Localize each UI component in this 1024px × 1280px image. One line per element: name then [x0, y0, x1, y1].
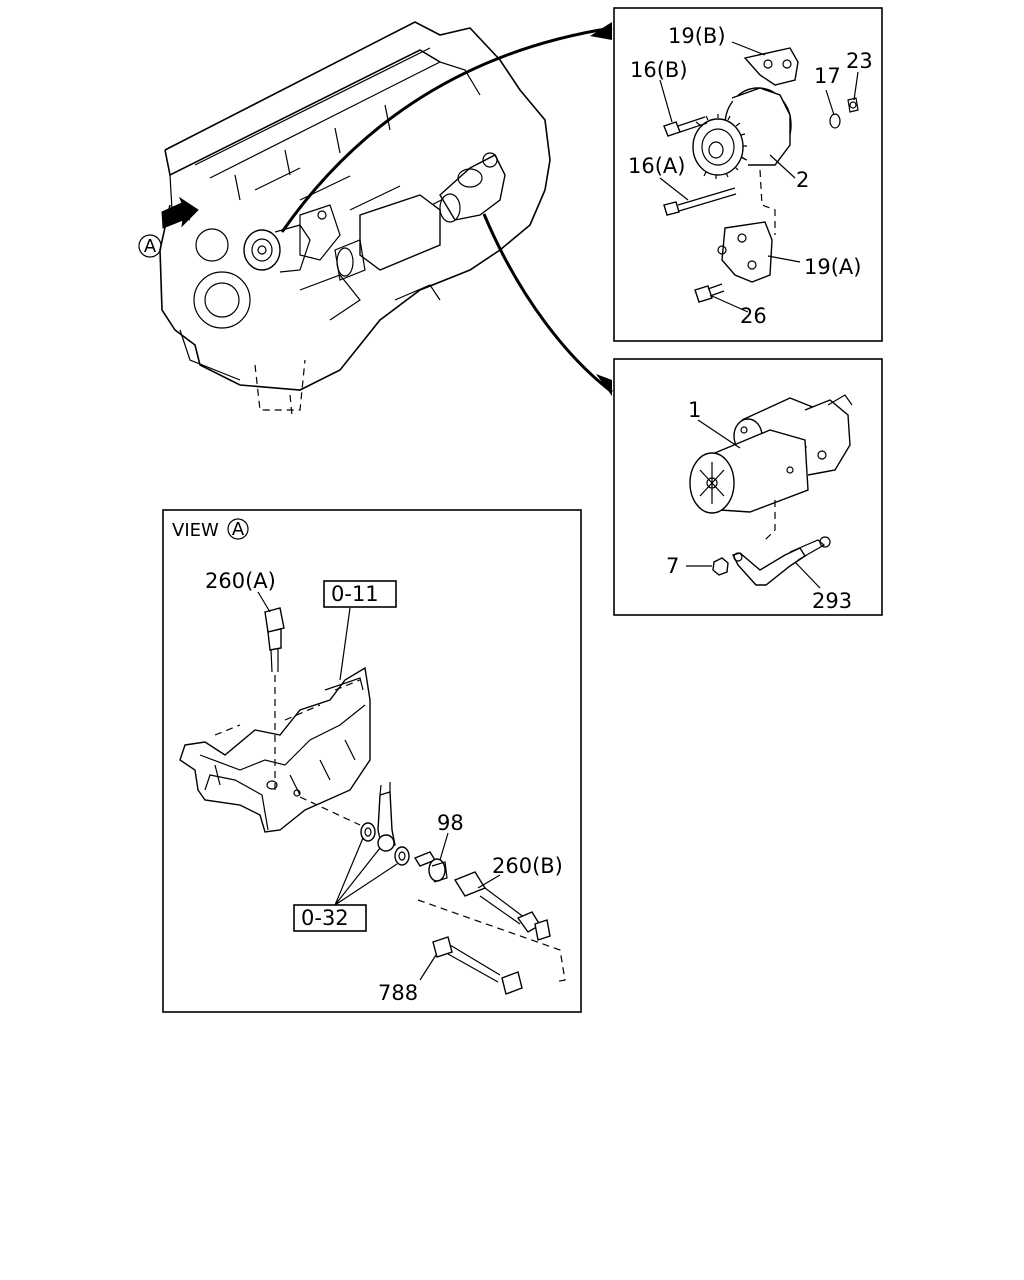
view-arrow-icon: [161, 196, 199, 229]
callout-788: 788: [378, 981, 418, 1005]
view-a-box: VIEW A 0-11: [162, 509, 582, 1013]
leader-to-starter-detail-thick: [596, 374, 612, 396]
engine-overview: [159, 21, 551, 416]
view-a-title-marker: A: [232, 519, 245, 540]
callout-293: 293: [812, 589, 852, 613]
callout-17: 17: [814, 64, 841, 88]
ref-box-0-11[interactable]: 0-11: [331, 582, 379, 606]
callout-19b: 19(B): [668, 24, 726, 48]
callout-7: 7: [666, 554, 679, 578]
callout-26: 26: [740, 304, 767, 328]
leader-to-alternator-detail: [280, 26, 613, 233]
leader-to-starter-detail: [482, 213, 613, 394]
callout-260b: 260(B): [492, 854, 563, 878]
callout-19a: 19(A): [804, 255, 861, 279]
callout-16a: 16(A): [628, 154, 685, 178]
view-a-marker: A: [138, 234, 162, 258]
starter-detail-box: 1 7 293: [613, 358, 883, 616]
ref-box-0-32[interactable]: 0-32: [301, 906, 349, 930]
leader-to-alternator-detail-thick: [590, 22, 612, 40]
callout-16b: 16(B): [630, 58, 688, 82]
callout-98: 98: [437, 811, 464, 835]
view-a-title: VIEW: [172, 520, 219, 541]
callout-23: 23: [846, 49, 873, 73]
callout-260a: 260(A): [205, 569, 276, 593]
callout-2: 2: [796, 168, 809, 192]
view-a-marker-letter: A: [144, 236, 157, 257]
callout-1: 1: [688, 398, 701, 422]
alternator-detail-box: 19(B) 16(B) 17 23 16(A) 2 19(A) 26: [613, 7, 883, 342]
